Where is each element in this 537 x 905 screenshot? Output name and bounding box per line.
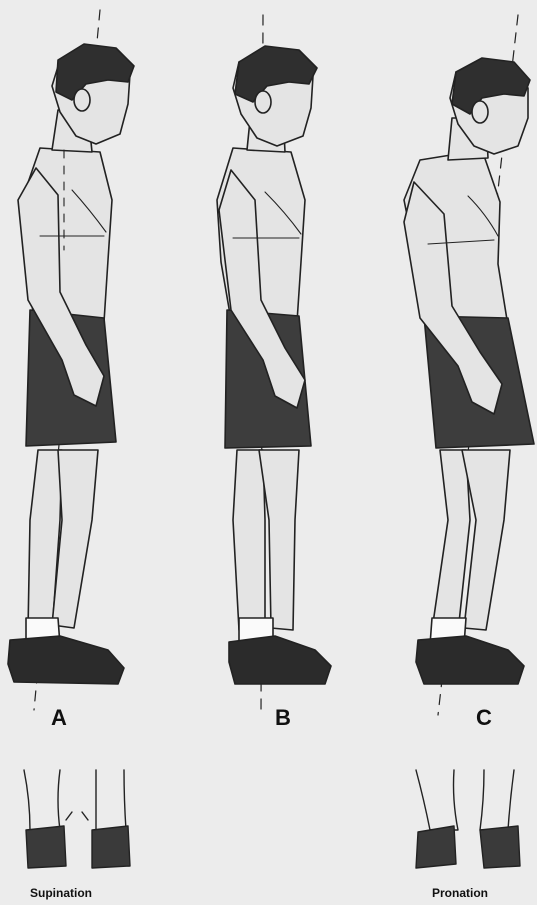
caption-supination: Supination (30, 886, 92, 900)
figure-label-b: B (275, 705, 291, 731)
figure-c-pronation: C Pronation (358, 0, 537, 905)
figure-a-drawing (0, 0, 179, 905)
figure-b-drawing (179, 0, 358, 905)
shoe (229, 636, 331, 684)
caption-pronation: Pronation (432, 886, 488, 900)
ear (255, 91, 271, 113)
figure-b-neutral: B (179, 0, 358, 905)
rear-feet-pronation (416, 770, 520, 868)
ear (472, 101, 488, 123)
shoe (416, 636, 524, 684)
figure-a-supination: A Supination (0, 0, 179, 905)
rear-feet-supination (24, 770, 130, 868)
leg-back (432, 450, 470, 632)
leg-back (233, 450, 265, 632)
figure-label-c: C (476, 705, 492, 731)
ear (74, 89, 90, 111)
figure-c-drawing (358, 0, 537, 905)
leg-front (462, 450, 510, 630)
figure-label-a: A (51, 705, 67, 731)
shoe (8, 636, 124, 684)
